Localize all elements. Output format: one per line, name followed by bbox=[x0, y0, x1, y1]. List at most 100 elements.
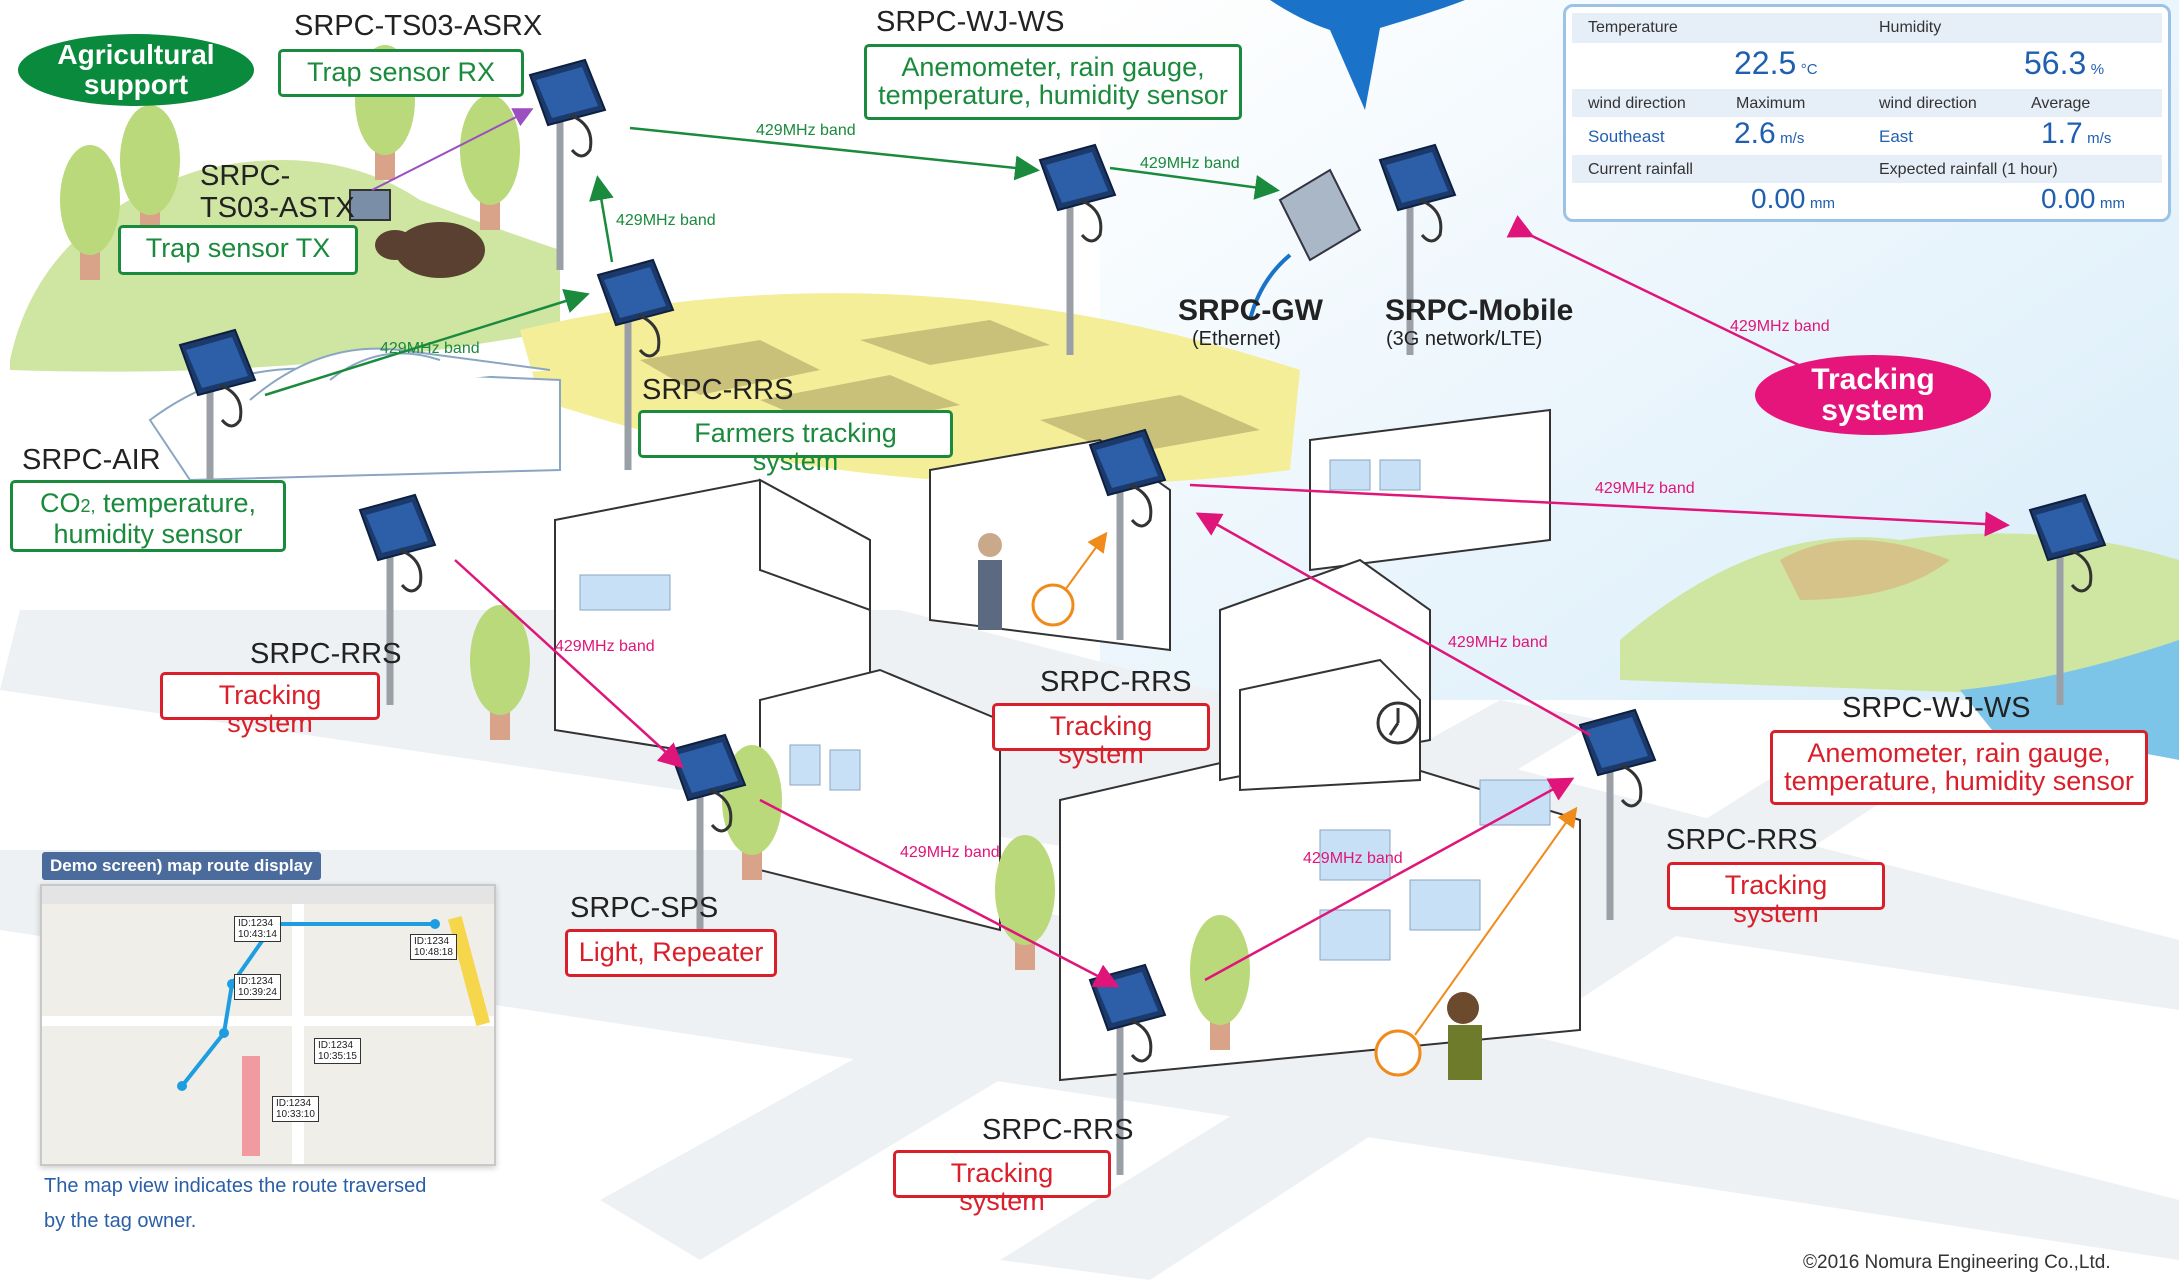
wx-rain-current-label: Current rainfall bbox=[1588, 161, 1693, 178]
astx-title-2: TS03-ASTX bbox=[200, 192, 355, 224]
wx-header-row3 bbox=[1572, 155, 2162, 183]
wj-right-box-line2: temperature, humidity sensor bbox=[1784, 766, 2134, 796]
agri-line1: Agricultural bbox=[57, 39, 215, 70]
wx-header-row2 bbox=[1572, 89, 2162, 117]
gw-sub: (Ethernet) bbox=[1192, 328, 1281, 350]
wx-humidity-value: 56.3 % bbox=[2024, 45, 2104, 82]
band-label: 429MHz band bbox=[1448, 634, 1548, 651]
sps-box: Light, Repeater bbox=[565, 929, 777, 977]
hum-val: 56.3 bbox=[2024, 45, 2087, 81]
rain-cur-unit: mm bbox=[1809, 195, 1835, 212]
air-box-line2: humidity sensor bbox=[53, 519, 243, 549]
map-road bbox=[42, 1016, 494, 1026]
rrs-house-box: Tracking system bbox=[992, 703, 1210, 768]
band-label: 429MHz band bbox=[616, 212, 716, 229]
astx-box: Trap sensor TX bbox=[118, 225, 358, 275]
rrs-right-title: SRPC-RRS bbox=[1666, 824, 1818, 856]
demo-caption-2: by the tag owner. bbox=[44, 1210, 197, 1232]
copyright: ©2016 Nomura Engineering Co.,Ltd. bbox=[1803, 1252, 2111, 1273]
pt-time: 10:43:14 bbox=[238, 929, 277, 940]
hum-unit: % bbox=[2090, 61, 2105, 78]
wj-right-box-line1: Anemometer, rain gauge, bbox=[1807, 738, 2111, 768]
wx-temperature-label: Temperature bbox=[1588, 19, 1678, 36]
wx-winddir-label-1: wind direction bbox=[1588, 95, 1686, 112]
wx-winddir-label-2: wind direction bbox=[1879, 95, 1977, 112]
demo-screen-tag: Demo screen) map route display bbox=[42, 852, 321, 880]
wx-rain-current: 0.00 mm bbox=[1751, 183, 1835, 215]
rrs-farm-title: SRPC-RRS bbox=[642, 374, 794, 406]
wx-rain-expected: 0.00 mm bbox=[2041, 183, 2125, 215]
wj-right-title: SRPC-WJ-WS bbox=[1842, 692, 2031, 724]
pt-id: ID:1234 bbox=[276, 1098, 312, 1109]
wind-avg-unit: m/s bbox=[2087, 130, 2112, 147]
gw-title: SRPC-GW bbox=[1178, 294, 1323, 327]
wind-avg-val: 1.7 bbox=[2041, 117, 2083, 150]
wj-right-box: Anemometer, rain gauge, temperature, hum… bbox=[1770, 730, 2148, 805]
rain-exp-unit: mm bbox=[2099, 195, 2125, 212]
pt-id: ID:1234 bbox=[238, 918, 274, 929]
wx-humidity-label: Humidity bbox=[1879, 19, 1942, 36]
tracking-line1: Tracking bbox=[1811, 363, 1935, 396]
wj-top-box-line2: temperature, humidity sensor bbox=[878, 80, 1228, 110]
rrs-farm-box: Farmers tracking system bbox=[638, 410, 953, 475]
air-title: SRPC-AIR bbox=[22, 444, 161, 476]
sps-title: SRPC-SPS bbox=[570, 892, 719, 924]
wj-top-box-line1: Anemometer, rain gauge, bbox=[901, 52, 1205, 82]
pt-time: 10:48:18 bbox=[414, 947, 453, 958]
temp-val: 22.5 bbox=[1734, 45, 1797, 81]
wj-top-box: Anemometer, rain gauge, temperature, hum… bbox=[864, 44, 1242, 120]
wind-max-unit: m/s bbox=[1780, 130, 1805, 147]
map-rail bbox=[242, 1056, 260, 1156]
map-toolbar bbox=[42, 886, 494, 904]
pt-id: ID:1234 bbox=[238, 976, 274, 987]
wx-maximum-label: Maximum bbox=[1736, 95, 1806, 112]
air-co: CO bbox=[39, 488, 81, 518]
rain-cur-val: 0.00 bbox=[1751, 183, 1806, 214]
air-box-line1: CO2, temperature, bbox=[23, 489, 273, 520]
asrx-title: SRPC-TS03-ASRX bbox=[294, 10, 543, 42]
band-label: 429MHz band bbox=[756, 122, 856, 139]
mobile-sub: (3G network/LTE) bbox=[1386, 328, 1543, 350]
wx-wind-avg: 1.7 m/s bbox=[2041, 117, 2111, 151]
wx-winddir-2: East bbox=[1879, 127, 1914, 146]
rrs-house-title: SRPC-RRS bbox=[1040, 666, 1192, 698]
air-temp: temperature, bbox=[95, 488, 257, 518]
band-label: 429MHz band bbox=[1303, 850, 1403, 867]
pt-time: 10:33:10 bbox=[276, 1109, 315, 1120]
band-label: 429MHz band bbox=[380, 340, 480, 357]
wx-average-label: Average bbox=[2031, 95, 2091, 112]
band-label: 429MHz band bbox=[900, 844, 1000, 861]
temp-unit: °C bbox=[1800, 61, 1818, 78]
band-label: 429MHz band bbox=[555, 638, 655, 655]
wind-max-val: 2.6 bbox=[1734, 117, 1776, 150]
rrs-bottom-title: SRPC-RRS bbox=[982, 1114, 1134, 1146]
band-label: 429MHz band bbox=[1595, 480, 1695, 497]
rrs-left-box: Tracking system bbox=[160, 672, 380, 737]
rain-exp-val: 0.00 bbox=[2041, 183, 2096, 214]
band-label: 429MHz band bbox=[1140, 155, 1240, 172]
wx-wind-max: 2.6 m/s bbox=[1734, 117, 1804, 151]
band-label: 429MHz band bbox=[1730, 318, 1830, 335]
agricultural-support-pill: Agricultural support bbox=[18, 34, 254, 106]
wx-header-row1 bbox=[1572, 13, 2162, 43]
air-box: CO2, temperature, humidity sensor bbox=[10, 480, 286, 552]
wx-temperature-value: 22.5 °C bbox=[1734, 45, 1818, 82]
wx-winddir-1: Southeast bbox=[1588, 127, 1665, 146]
pt-id: ID:1234 bbox=[318, 1040, 354, 1051]
pt-time: 10:35:15 bbox=[318, 1051, 357, 1062]
mobile-title: SRPC-Mobile bbox=[1385, 294, 1574, 327]
pt-id: ID:1234 bbox=[414, 936, 450, 947]
agri-line2: support bbox=[83, 69, 189, 100]
asrx-box: Trap sensor RX bbox=[278, 49, 524, 97]
demo-caption-1: The map view indicates the route travers… bbox=[44, 1175, 427, 1197]
pt-time: 10:39:24 bbox=[238, 987, 277, 998]
weather-panel: Temperature Humidity 22.5 °C 56.3 % wind… bbox=[1563, 4, 2171, 222]
wj-top-title: SRPC-WJ-WS bbox=[876, 6, 1065, 38]
